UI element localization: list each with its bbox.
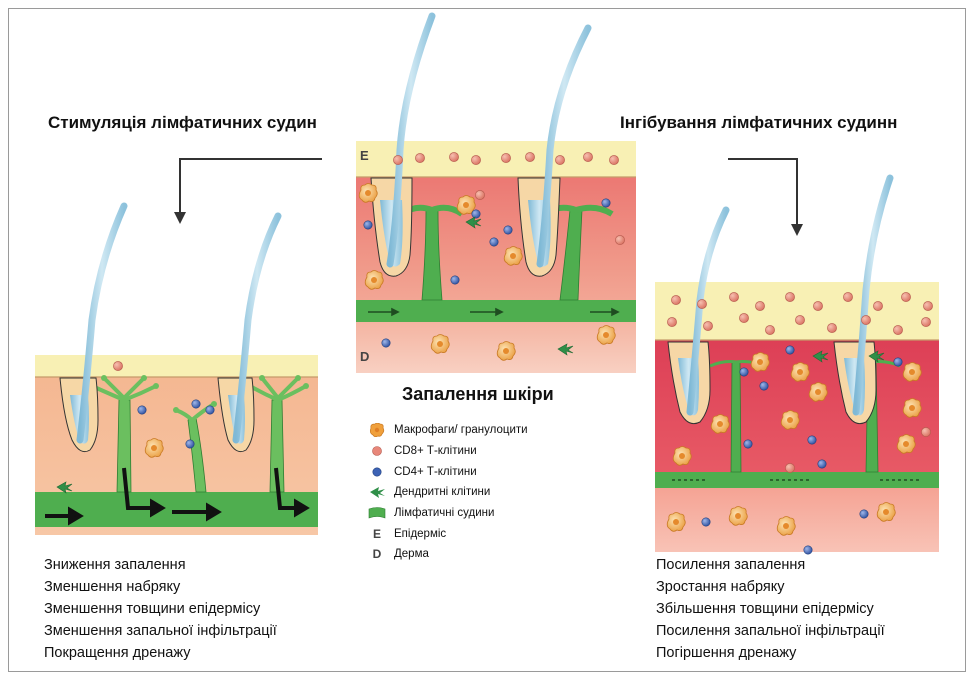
legend-item: CD4+ Т-клітини — [368, 461, 528, 482]
legend-item: Макрофаги/ гранулоцити — [368, 420, 528, 441]
effect-item: Посилення запальної інфільтрації — [656, 620, 885, 642]
dendritic-cell-icon — [368, 485, 386, 499]
lymph-vessel-icon — [368, 506, 386, 520]
effect-item: Зменшення запальної інфільтрації — [44, 620, 277, 642]
legend-label: Макрофаги/ гранулоцити — [394, 424, 528, 436]
effect-item: Зменшення набряку — [44, 576, 277, 598]
effect-item: Посилення запалення — [656, 554, 885, 576]
left-effects-list: Зниження запалення Зменшення набряку Зме… — [44, 554, 277, 664]
epidermis-label: E — [360, 148, 369, 163]
heading-stimulation: Стимуляція лімфатичних судин — [48, 113, 317, 133]
legend: Макрофаги/ гранулоцити CD8+ Т-клітини CD… — [368, 420, 528, 565]
dermis-label: D — [360, 349, 369, 364]
effect-item: Покращення дренажу — [44, 642, 277, 664]
center-title: Запалення шкіри — [402, 384, 554, 405]
legend-item: CD8+ Т-клітини — [368, 441, 528, 462]
legend-label: Лімфатичні судини — [394, 507, 494, 519]
heading-inhibition: Інгібування лімфатичних судинн — [620, 113, 897, 133]
legend-item: Дендритні клітини — [368, 482, 528, 503]
center-skin-panel — [356, 16, 636, 373]
legend-item: E Епідерміс — [368, 523, 528, 544]
legend-label: Дерма — [394, 548, 429, 560]
left-skin-panel — [35, 206, 318, 535]
legend-label: Дендритні клітини — [394, 486, 490, 498]
effect-item: Збільшення товщини епідермісу — [656, 598, 885, 620]
legend-label: CD4+ Т-клітини — [394, 466, 477, 478]
cd4-cell-icon — [368, 465, 386, 479]
effect-item: Зростання набряку — [656, 576, 885, 598]
effect-item: Погіршення дренажу — [656, 642, 885, 664]
legend-item: D Дерма — [368, 544, 528, 565]
effect-item: Зниження запалення — [44, 554, 277, 576]
legend-label: CD8+ Т-клітини — [394, 445, 477, 457]
legend-label: Епідерміс — [394, 528, 446, 540]
legend-item: Лімфатичні судини — [368, 503, 528, 524]
cd8-cell-icon — [368, 444, 386, 458]
right-effects-list: Посилення запалення Зростання набряку Зб… — [656, 554, 885, 664]
effect-item: Зменшення товщини епідермісу — [44, 598, 277, 620]
dermis-symbol: D — [368, 547, 386, 561]
epidermis-symbol: E — [368, 527, 386, 541]
macrophage-icon — [368, 423, 386, 437]
